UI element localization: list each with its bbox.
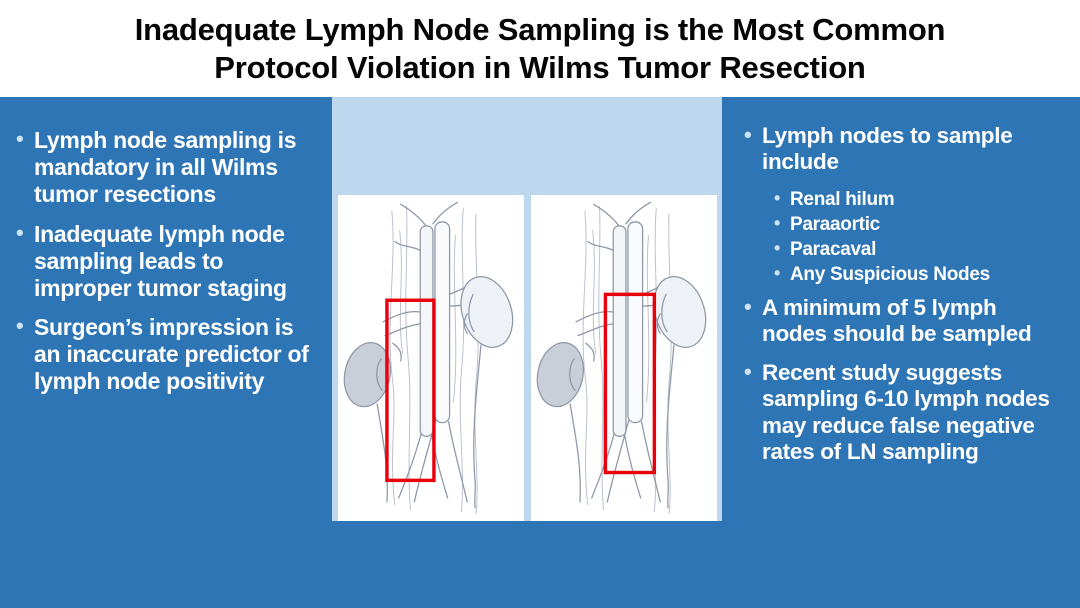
slide-body: • Lymph node sampling is mandatory in al… (0, 97, 1080, 608)
sub-bullet-item: • Paracaval (774, 238, 1062, 261)
slide-title: Inadequate Lymph Node Sampling is the Mo… (135, 11, 946, 85)
sub-bullet-item: • Paraaortic (774, 212, 1062, 236)
figure-right (530, 195, 717, 521)
bullet-icon: • (774, 238, 781, 259)
bullet-text: A minimum of 5 lymph nodes should be sam… (762, 294, 1032, 346)
sub-bullet-item: • Any Suspicious Nodes (774, 263, 1062, 286)
bullet-text: Recent study suggests sampling 6-10 lymp… (762, 360, 1050, 465)
bullet-icon: • (16, 313, 24, 339)
anatomy-diagram-left-icon (337, 201, 522, 515)
sub-bullet-text: Any Suspicious Nodes (790, 264, 990, 286)
highlight-box-right (603, 292, 656, 475)
sub-bullet-list: • Renal hilum • Paraaortic • Paracaval •… (774, 187, 1062, 287)
highlight-box-left (384, 298, 436, 483)
bullet-item: • Recent study suggests sampling 6-10 ly… (744, 359, 1062, 465)
bullet-text: Lymph nodes to sample include (762, 123, 1013, 175)
sub-bullet-text: Paracaval (790, 239, 877, 261)
right-panel: • Lymph nodes to sample include • Renal … (722, 97, 1080, 608)
figure-left (337, 195, 524, 521)
bullet-text: Surgeon’s impression is an inaccurate pr… (34, 314, 309, 395)
left-panel: • Lymph node sampling is mandatory in al… (0, 97, 332, 608)
bullet-icon: • (16, 219, 24, 245)
bullet-icon: • (744, 122, 752, 147)
sub-bullet-text: Renal hilum (790, 188, 895, 210)
title-line-2: Protocol Violation in Wilms Tumor Resect… (214, 49, 866, 85)
bullet-item: • Lymph nodes to sample include (744, 122, 1062, 176)
bullet-item: • Inadequate lymph node sampling leads t… (16, 219, 320, 302)
slide-header: Inadequate Lymph Node Sampling is the Mo… (0, 0, 1080, 97)
bullet-icon: • (774, 212, 781, 233)
sub-bullet-text: Paraaortic (790, 213, 880, 235)
anatomy-diagram-right-icon (530, 201, 715, 515)
bullet-icon: • (16, 126, 24, 151)
bullet-icon: • (744, 293, 752, 319)
bullet-text: Inadequate lymph node sampling leads to … (34, 220, 287, 301)
bullet-item: • Lymph node sampling is mandatory in al… (16, 126, 320, 208)
bullet-item: • Surgeon’s impression is an inaccurate … (16, 314, 320, 395)
bullet-icon: • (774, 263, 781, 284)
figure-strip (332, 97, 722, 521)
center-panel (332, 97, 722, 608)
title-line-1: Inadequate Lymph Node Sampling is the Mo… (134, 12, 946, 48)
sub-bullet-item: • Renal hilum (774, 187, 1062, 211)
bullet-text: Lymph node sampling is mandatory in all … (34, 127, 297, 207)
bullet-item: • A minimum of 5 lymph nodes should be s… (744, 293, 1062, 348)
bullet-icon: • (744, 359, 752, 385)
bullet-icon: • (774, 187, 781, 208)
